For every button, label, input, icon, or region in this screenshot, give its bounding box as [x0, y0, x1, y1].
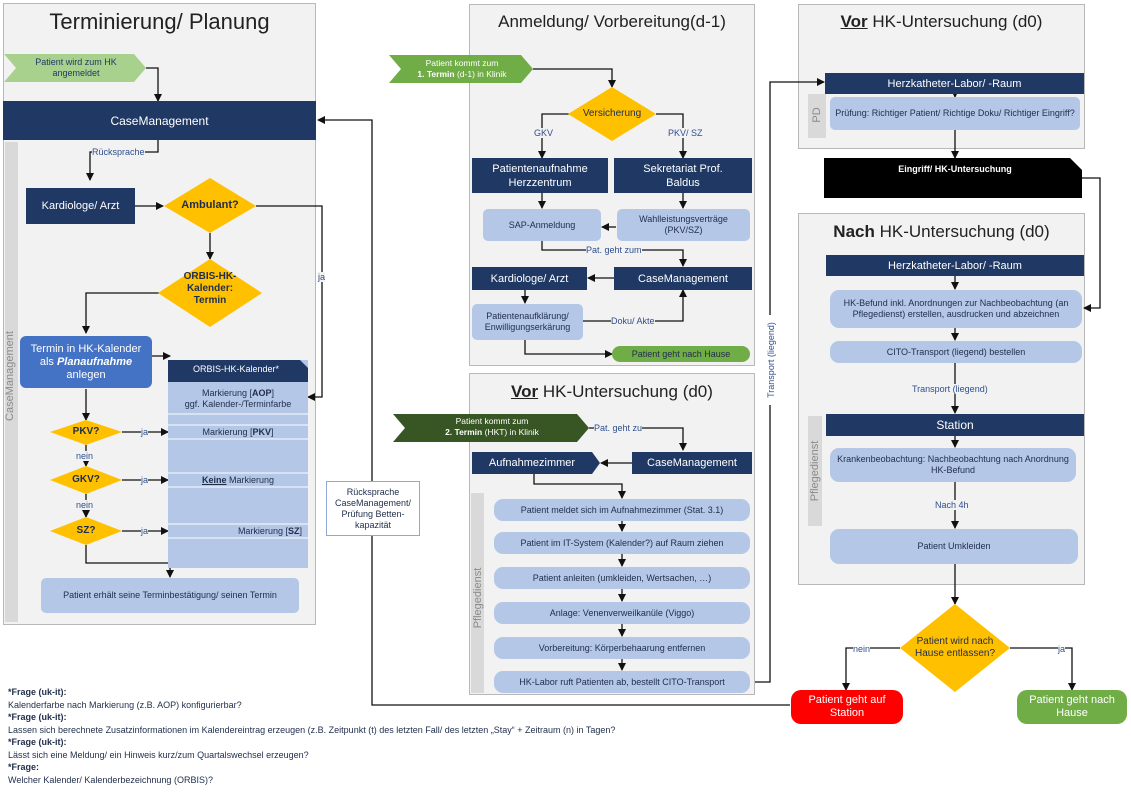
note-3-text: Lässt sich eine Meldung/ ein Hinweis kur… [8, 749, 309, 760]
panel-title-anmeldung: Anmeldung/ Vorbereitung(d-1) [498, 12, 726, 31]
step-anleiten: Patient anleiten (umkleiden, Wertsachen,… [494, 567, 750, 589]
step-venenverweilkanuele: Anlage: Venenverweilkanüle (Viggo) [494, 602, 750, 624]
markierung-sz: Markierung [SZ] [168, 523, 308, 539]
entlassen-label: Patient wird nach Hause entlassen? [914, 636, 996, 659]
patientenaufnahme-box: Patientenaufnahme Herzzentrum [472, 158, 608, 193]
step-koerperbehaarung: Vorbereitung: Körperbehaarung entfernen [494, 637, 750, 659]
aufnahmezimmer-label: Aufnahmezimmer [488, 457, 576, 469]
note-1-text: Kalenderfarbe nach Markierung (z.B. AOP)… [8, 699, 242, 710]
hk-befund-box: HK-Befund inkl. Anordnungen zur Nachbeob… [830, 290, 1082, 328]
sekretariat-box: Sekretariat Prof. Baldus [614, 158, 752, 193]
gkv-label: GKV? [72, 474, 100, 485]
sap-anmeldung-box: SAP-Anmeldung [483, 209, 601, 241]
krankenbeobachtung-box: Krankenbeobachtung: Nachbeobachtung nach… [830, 448, 1076, 482]
ruecksprache-label: Rücksprache [92, 147, 145, 157]
step-it-system: Patient im IT-System (Kalender?) auf Rau… [494, 532, 750, 554]
casemanagement-box: CaseManagement [3, 101, 316, 140]
markierung-aop: Markierung [AOP]ggf. Kalender-/Terminfar… [168, 385, 308, 415]
pd-band [808, 94, 826, 138]
pat-geht-zu-label: Pat. geht zu [594, 423, 643, 433]
entlassen-nein-label: nein [853, 644, 871, 654]
sz-diamond [50, 517, 122, 545]
orbis-termin-label: ORBIS-HK-Kalender: Termin [183, 271, 237, 306]
entlassen-ja-label: ja [1058, 644, 1066, 654]
gkv-branch-label: GKV [534, 128, 554, 138]
sz-ja-label: ja [141, 526, 149, 536]
eingriff-shape [824, 158, 1082, 198]
transport-vertical-label: Transport (liegend) [766, 315, 776, 405]
panel-title-vor-hk-top: Vor HK-Untersuchung (d0) [840, 12, 1043, 31]
start-terminierung-label: Patient wird zum HK angemeldet [35, 57, 117, 78]
ambulant-label: Ambulant? [181, 199, 239, 211]
casemanagement-side-band [5, 142, 18, 622]
aufnahmezimmer-box: Aufnahmezimmer [472, 452, 600, 474]
casemanagement-vor-box: CaseManagement [632, 452, 752, 474]
doku-akte-label: Doku/ Akte [611, 316, 655, 326]
kardiologe-anmeldung-box: Kardiologe/ Arzt [472, 267, 587, 290]
gkv-nein-label: nein [76, 500, 94, 510]
note-3-question: *Frage (uk-it): [8, 737, 67, 747]
start-shape-terminierung [4, 54, 146, 82]
entlassen-diamond [900, 604, 1010, 692]
nach-4h-label: Nach 4h [935, 500, 969, 510]
panel-title-vor-hk-mid: Vor HK-Untersuchung (d0) [511, 382, 713, 401]
umkleiden-box: Patient Umkleiden [830, 529, 1078, 564]
versicherung-label: Versicherung [582, 108, 642, 119]
kardiologe-box: Kardiologe/ Arzt [26, 188, 135, 224]
note-2-text: Lassen sich berechnete Zusatzinformation… [8, 724, 616, 735]
pkv-diamond [50, 420, 122, 445]
orbis-kalender-title: ORBIS-HK-Kalender* [192, 364, 280, 374]
termin-anlegen-box: Termin in HK-Kalender als Planaufnahme a… [20, 336, 152, 388]
orbis-kalender-header [168, 360, 308, 382]
aufklaerung-box: Patientenaufklärung/ Enwilligungserkärun… [472, 304, 583, 340]
hk-labor-top-box: Herzkatheter-Labor/ -Raum [825, 73, 1084, 94]
markierung-pkv: Markierung [PKV] [168, 424, 308, 440]
gkv-ja-label: ja [141, 475, 149, 485]
pkv-label: PKV? [72, 426, 100, 437]
pruefung-box: Prüfung: Richtiger Patient/ Richtige Dok… [830, 97, 1080, 130]
panel-title-nach-hk: Nach HK-Untersuchung (d0) [833, 222, 1050, 241]
pkv-nein-label: nein [76, 451, 94, 461]
pflegedienst-band-nach [808, 416, 822, 526]
versicherung-diamond [568, 87, 656, 141]
step-anmelden: Patient meldet sich im Aufnahmezimmer (S… [494, 499, 750, 521]
start-shape-vor-mid [393, 414, 589, 442]
note-1-question: *Frage (uk-it): [8, 687, 67, 697]
note-4-question: *Frage: [8, 762, 40, 772]
markierung-keine: Keine Markierung [168, 472, 308, 488]
gkv-diamond [50, 466, 122, 494]
pflegedienst-band-mid [471, 493, 484, 693]
note-4-text: Welcher Kalender/ Kalenderbezeichnung (O… [8, 774, 213, 785]
step-hk-labor-ruft: HK-Labor ruft Patienten ab, bestellt CIT… [494, 671, 750, 693]
ambulant-diamond [164, 178, 256, 233]
wahlleistung-box: Wahlleistungsverträge (PKV/SZ) [617, 209, 750, 241]
orbis-termin-diamond [158, 259, 262, 327]
ruecksprache-note: Rücksprache CaseManagement/ Prüfung Bett… [326, 481, 420, 536]
panel-title-terminierung: Terminierung/ Planung [49, 9, 270, 34]
patient-geht-nach-hause-small: Patient geht nach Hause [612, 346, 750, 362]
ambulant-ja-label: ja [318, 272, 326, 282]
hk-labor-nach-box: Herzkatheter-Labor/ -Raum [826, 255, 1084, 276]
cito-transport-box: CITO-Transport (liegend) bestellen [830, 341, 1082, 363]
pkv-sz-branch-label: PKV/ SZ [668, 128, 703, 138]
transport-liegend-label: Transport (liegend) [912, 384, 988, 394]
casemanagement-anmeldung-box: CaseManagement [614, 267, 752, 290]
station-box: Station [826, 414, 1084, 436]
pat-geht-zum-label: Pat. geht zum [586, 245, 642, 255]
note-2-question: *Frage (uk-it): [8, 712, 67, 722]
terminbestaetigung-box: Patient erhält seine Terminbestätigung/ … [41, 578, 299, 613]
pkv-ja-label: ja [141, 427, 149, 437]
patient-geht-nach-hause-end: Patient geht nach Hause [1017, 690, 1127, 724]
eingriff-label: Eingriff/ HK-Untersuchung [898, 164, 1012, 174]
sz-label: SZ? [76, 525, 96, 536]
footnotes: *Frage (uk-it): Kalenderfarbe nach Marki… [8, 686, 768, 786]
start-shape-anmeldung [389, 55, 533, 83]
patient-geht-auf-station-end: Patient geht auf Station [791, 690, 903, 724]
